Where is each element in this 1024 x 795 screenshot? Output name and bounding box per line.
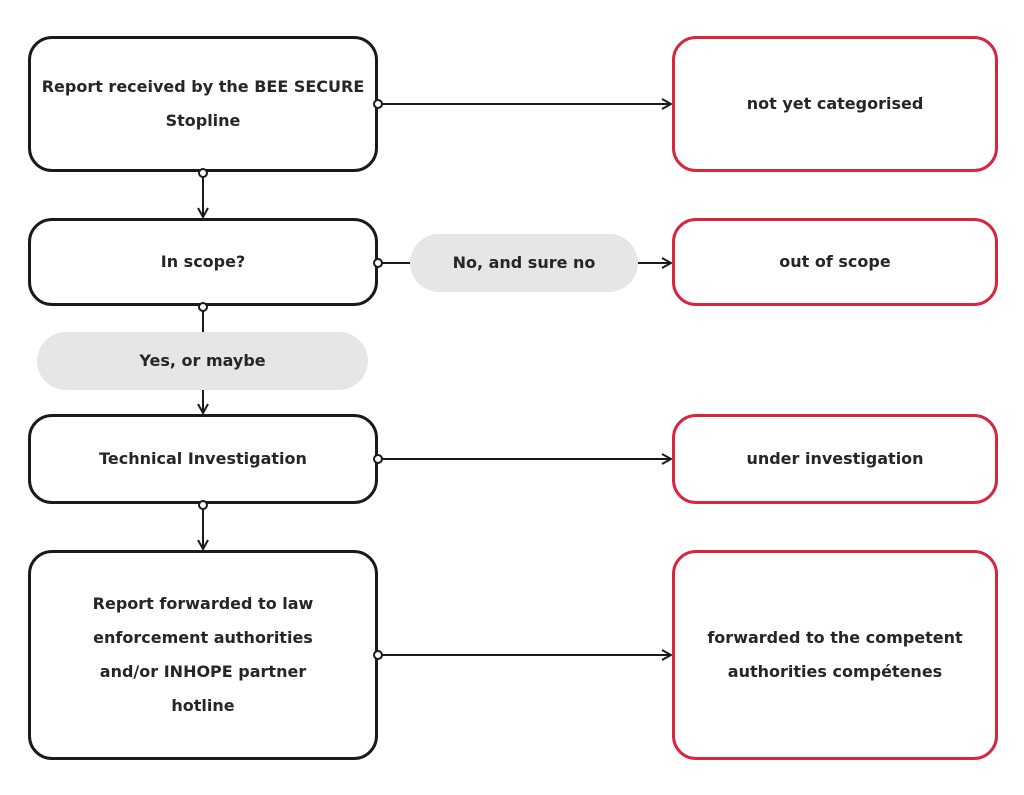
- status-under-investigation-label: under investigation: [746, 449, 924, 468]
- status-under-investigation: under investigation: [672, 414, 998, 504]
- status-out-of-scope-label: out of scope: [779, 252, 891, 271]
- status-forwarded: forwarded to the competent authorities c…: [672, 550, 998, 760]
- step-technical-investigation: Technical Investigation: [28, 414, 378, 504]
- status-forwarded-label: forwarded to the competent authorities c…: [707, 628, 963, 681]
- status-not-yet-categorised: not yet categorised: [672, 36, 998, 172]
- step-report-forwarded: Report forwarded to law enforcement auth…: [28, 550, 378, 760]
- step-report-received: Report received by the BEE SECURE Stopli…: [28, 36, 378, 172]
- step-in-scope-label: In scope?: [160, 252, 246, 271]
- step-in-scope: In scope?: [28, 218, 378, 306]
- step-technical-investigation-label: Technical Investigation: [99, 449, 307, 468]
- decision-yes-text: Yes, or maybe: [139, 351, 266, 370]
- step-report-forwarded-label: Report forwarded to law enforcement auth…: [92, 594, 314, 715]
- status-out-of-scope: out of scope: [672, 218, 998, 306]
- step-report-received-label: Report received by the BEE SECURE Stopli…: [41, 77, 365, 130]
- status-not-yet-categorised-label: not yet categorised: [746, 94, 924, 113]
- decision-no-label: No, and sure no: [410, 234, 638, 292]
- decision-yes-label: Yes, or maybe: [37, 332, 368, 390]
- decision-no-text: No, and sure no: [452, 253, 596, 272]
